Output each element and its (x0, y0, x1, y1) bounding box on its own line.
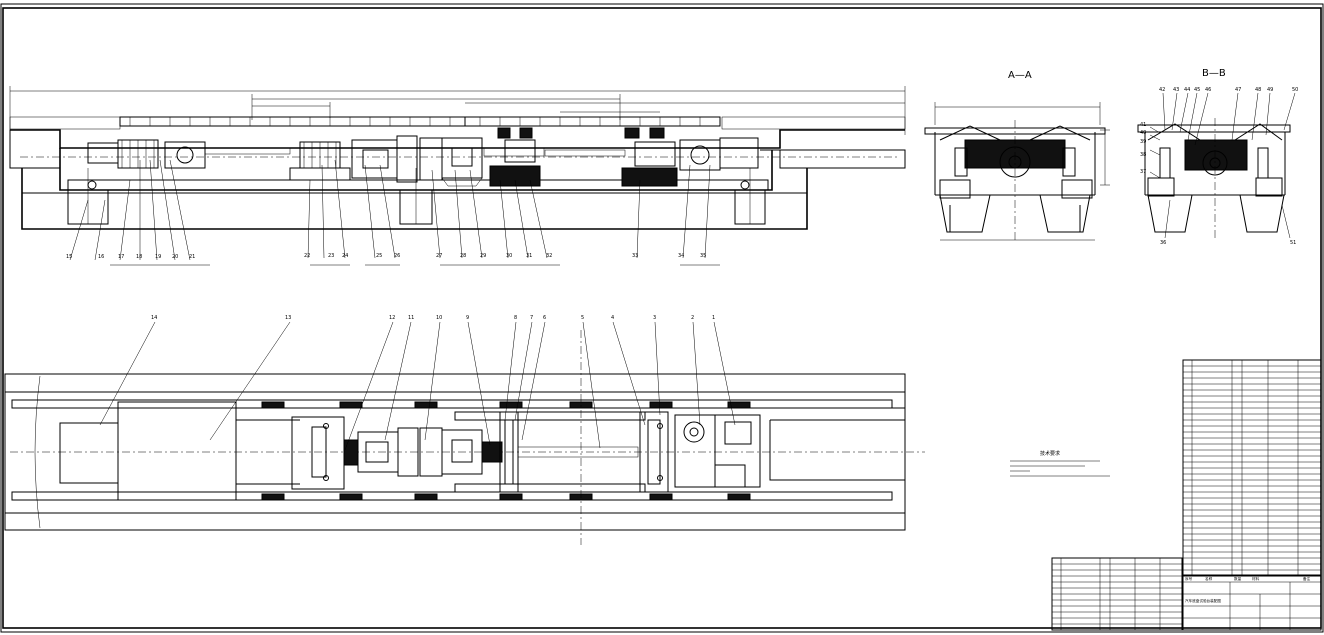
svg-text:技术要求: 技术要求 (1040, 450, 1060, 457)
svg-text:21: 21 (189, 254, 195, 260)
svg-text:37: 37 (1140, 169, 1146, 175)
svg-text:6: 6 (543, 315, 546, 321)
svg-text:13: 13 (285, 315, 291, 321)
svg-text:27: 27 (436, 253, 442, 259)
svg-text:19: 19 (155, 254, 161, 260)
svg-text:12: 12 (389, 315, 395, 321)
svg-text:40: 40 (1140, 130, 1146, 136)
svg-text:11: 11 (408, 315, 414, 321)
section-b-label: B—B (1202, 68, 1226, 79)
bill-of-materials: 序号 名称 数量 材料 备注 (1051, 359, 1322, 631)
svg-text:41: 41 (1140, 122, 1146, 128)
svg-text:26: 26 (394, 253, 400, 259)
drive-machinery (87, 127, 759, 190)
section-b-callout-labels: 42 43 44 45 46 47 48 49 50 41 40 39 38 3… (1140, 87, 1298, 246)
svg-text:8: 8 (514, 315, 517, 321)
svg-text:备注: 备注 (1303, 576, 1311, 581)
svg-text:17: 17 (118, 254, 124, 260)
drawing-title: 汽车底盘试验台装配图 (1185, 598, 1221, 603)
plan-view (4, 321, 925, 545)
svg-text:材料: 材料 (1252, 576, 1260, 581)
plan-hatch-grid (59, 422, 119, 484)
svg-text:7: 7 (530, 315, 533, 321)
svg-text:46: 46 (1205, 87, 1211, 93)
svg-text:数量: 数量 (1234, 576, 1242, 581)
foundation-stone-right (779, 149, 906, 169)
svg-text:30: 30 (506, 253, 512, 259)
svg-text:43: 43 (1173, 87, 1179, 93)
svg-text:4: 4 (611, 315, 614, 321)
svg-text:5: 5 (581, 315, 584, 321)
plan-hatch-dots (117, 401, 237, 501)
svg-text:42: 42 (1159, 87, 1165, 93)
svg-text:1: 1 (712, 315, 715, 321)
svg-text:28: 28 (460, 253, 466, 259)
svg-text:47: 47 (1235, 87, 1241, 93)
svg-text:名称: 名称 (1205, 576, 1213, 581)
title-block: 汽车底盘试验台装配图 (1182, 575, 1322, 631)
foundation-stone-left (9, 129, 61, 169)
svg-text:34: 34 (678, 253, 684, 259)
svg-text:51: 51 (1290, 240, 1296, 246)
svg-text:14: 14 (151, 315, 157, 321)
elevation-view (9, 86, 906, 266)
sheet-border-outer (0, 3, 1324, 633)
svg-text:2: 2 (691, 315, 694, 321)
svg-text:20: 20 (172, 254, 178, 260)
svg-text:15: 15 (66, 254, 72, 260)
section-b-view: B—B (1137, 68, 1296, 240)
plan-callout-labels: 14 13 12 11 10 9 8 7 6 5 4 3 2 1 (151, 315, 715, 321)
svg-text:序号: 序号 (1185, 576, 1193, 581)
elevation-callout-labels: 15 16 17 18 19 20 21 22 23 24 25 26 27 2… (66, 253, 706, 260)
svg-text:9: 9 (466, 315, 469, 321)
svg-text:44: 44 (1184, 87, 1190, 93)
svg-text:38: 38 (1140, 152, 1146, 158)
technical-requirements: 技术要求 (1010, 450, 1110, 477)
svg-text:49: 49 (1267, 87, 1273, 93)
svg-text:50: 50 (1292, 87, 1298, 93)
svg-text:31: 31 (526, 253, 532, 259)
svg-text:45: 45 (1194, 87, 1200, 93)
svg-text:36: 36 (1160, 240, 1166, 246)
svg-text:3: 3 (653, 315, 656, 321)
svg-text:16: 16 (98, 254, 104, 260)
svg-text:23: 23 (328, 253, 334, 259)
section-a-view: A—A (924, 70, 1110, 241)
svg-text:24: 24 (342, 253, 348, 259)
svg-text:10: 10 (436, 315, 442, 321)
svg-text:35: 35 (700, 253, 706, 259)
svg-text:29: 29 (480, 253, 486, 259)
sheet-border-inner (2, 7, 1322, 629)
svg-text:33: 33 (632, 253, 638, 259)
svg-text:32: 32 (546, 253, 552, 259)
svg-text:39: 39 (1140, 139, 1146, 145)
svg-text:22: 22 (304, 253, 310, 259)
deck-rollers (9, 116, 906, 130)
svg-text:48: 48 (1255, 87, 1261, 93)
svg-text:18: 18 (136, 254, 142, 260)
section-a-label: A—A (1008, 70, 1032, 81)
svg-text:25: 25 (376, 253, 382, 259)
